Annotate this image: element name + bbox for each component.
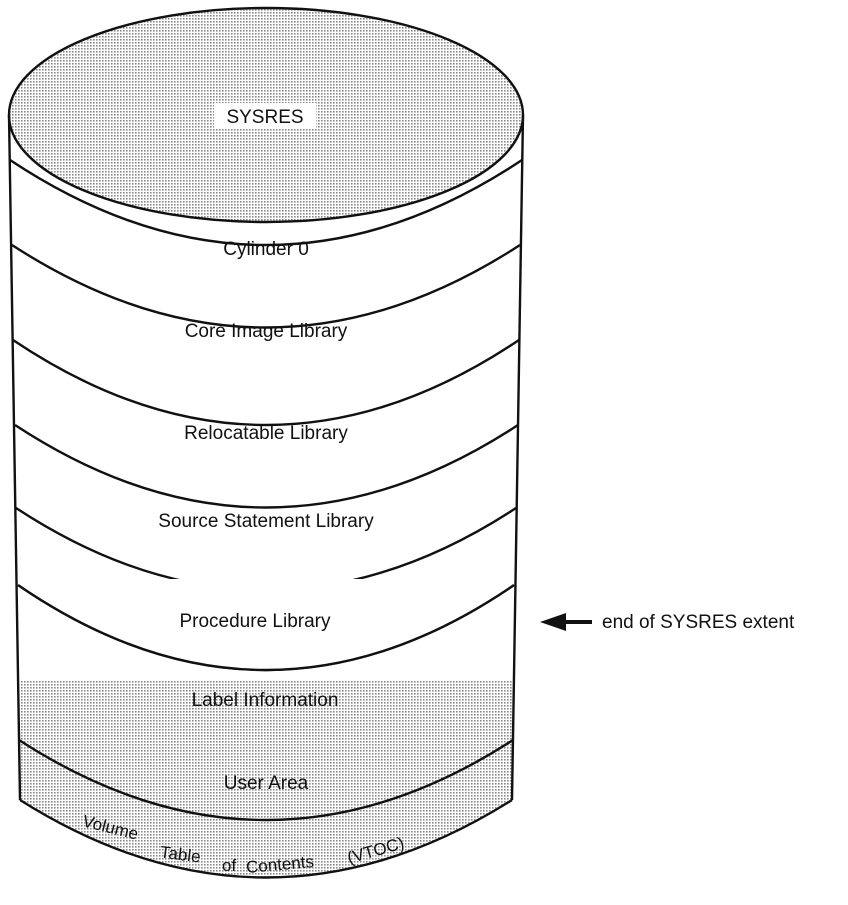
pointer-arrow-head xyxy=(540,613,566,631)
segment-label-label-information: Label Information xyxy=(192,690,339,711)
segment-label-procedure-library: Procedure Library xyxy=(179,611,331,632)
left-wall xyxy=(7,114,22,801)
right-wall xyxy=(510,114,525,801)
segment-label-cylinder-0: Cylinder 0 xyxy=(223,239,309,260)
divider-relocatable-bottom xyxy=(14,423,519,509)
vtoc-word-table: Table xyxy=(159,843,202,867)
end-of-extent-pointer: end of SYSRES extent xyxy=(540,612,795,633)
segment-label-core-image-library: Core Image Library xyxy=(185,321,348,342)
divider-core-image-bottom xyxy=(12,339,520,427)
procedure-white-area xyxy=(18,579,514,670)
divider-cylinder0-top xyxy=(9,159,523,247)
divider-cylinder0-bottom xyxy=(11,243,521,329)
segment-label-user-area: User Area xyxy=(224,773,309,794)
vtoc-word-of: of xyxy=(222,856,236,875)
shaded-lower-body xyxy=(20,680,512,878)
segment-label-source-statement-library: Source Statement Library xyxy=(158,511,374,532)
sysres-top-label: SYSRES xyxy=(226,107,303,128)
segment-label-relocatable-library: Relocatable Library xyxy=(184,423,348,444)
disk-bottom-arc xyxy=(19,798,513,879)
pointer-label: end of SYSRES extent xyxy=(602,612,795,633)
divider-user-area-bottom xyxy=(18,738,514,822)
